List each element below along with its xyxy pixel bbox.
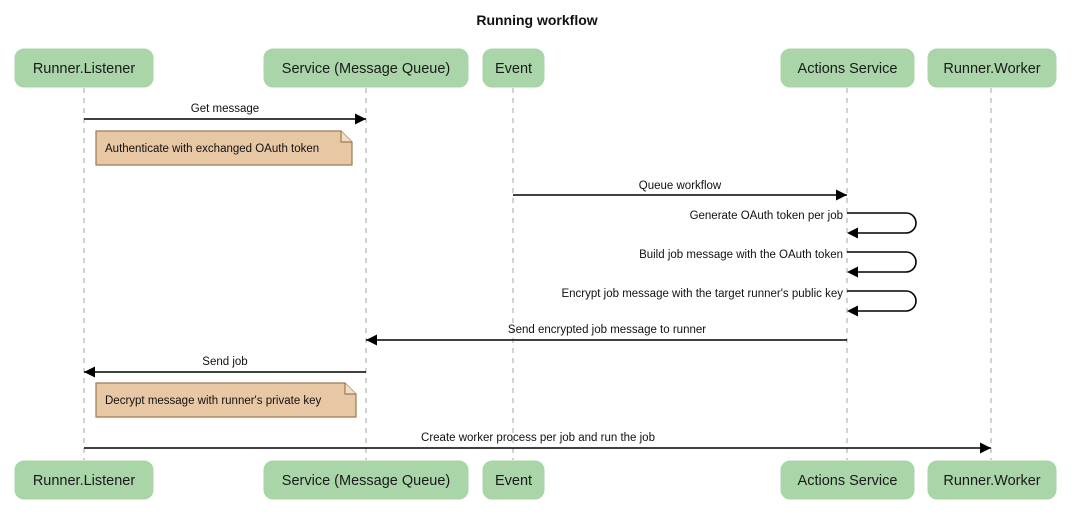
participant-box[interactable]	[780, 48, 915, 88]
note-label: Authenticate with exchanged OAuth token	[105, 143, 319, 155]
participant-label: Event	[495, 473, 532, 489]
arrow-head	[847, 266, 858, 278]
message-label: Send job	[202, 356, 247, 368]
arrow-head	[84, 366, 95, 378]
participant-header-event[interactable]: Event	[482, 48, 545, 88]
arrow-head	[355, 113, 366, 125]
lifelines-layer	[83, 88, 992, 460]
note-label: Decrypt message with runner's private ke…	[105, 395, 322, 407]
arrow-head	[836, 189, 847, 201]
participant-label: Runner.Worker	[943, 61, 1040, 77]
message-label: Create worker process per job and run th…	[421, 432, 655, 444]
arrow-head	[366, 334, 377, 346]
message-create-worker-process-per-job-and-run-the-job[interactable]: Create worker process per job and run th…	[84, 432, 991, 454]
message-send-job[interactable]: Send job	[84, 356, 366, 378]
participant-box[interactable]	[14, 460, 154, 500]
message-get-message[interactable]: Get message	[84, 103, 366, 125]
participant-box[interactable]	[263, 460, 469, 500]
note-fold-corner	[340, 131, 352, 143]
message-label: Queue workflow	[639, 180, 722, 192]
notes-layer: Authenticate with exchanged OAuth tokenD…	[95, 130, 357, 418]
message-queue-workflow[interactable]: Queue workflow	[513, 180, 847, 201]
participant-label: Runner.Listener	[33, 473, 136, 489]
participant-label: Actions Service	[798, 61, 898, 77]
self-message-path	[847, 212, 917, 234]
participant-box[interactable]	[263, 48, 469, 88]
participant-footer-runner-listener[interactable]: Runner.Listener	[14, 460, 154, 500]
participant-label: Runner.Worker	[943, 473, 1040, 489]
participant-box[interactable]	[482, 460, 545, 500]
participant-box[interactable]	[14, 48, 154, 88]
participant-label: Actions Service	[798, 473, 898, 489]
note-authenticate-with-exchanged-oauth-token: Authenticate with exchanged OAuth token	[95, 130, 353, 166]
note-body	[95, 382, 357, 418]
participant-box[interactable]	[927, 460, 1057, 500]
participant-label: Event	[495, 61, 532, 77]
participant-footer-event[interactable]: Event	[482, 460, 545, 500]
message-label: Generate OAuth token per job	[690, 210, 843, 222]
message-build-job-message-with-the-oauth-token[interactable]: Build job message with the OAuth token	[639, 249, 917, 278]
participant-footer-actions-service[interactable]: Actions Service	[780, 460, 915, 500]
note-fold-corner	[344, 383, 356, 395]
participant-label: Service (Message Queue)	[282, 61, 450, 77]
participant-box[interactable]	[780, 460, 915, 500]
participant-box[interactable]	[482, 48, 545, 88]
participant-label: Runner.Listener	[33, 61, 136, 77]
arrow-head	[847, 227, 858, 239]
note-decrypt-message-with-runners-private-key: Decrypt message with runner's private ke…	[95, 382, 357, 418]
message-send-encrypted-job-message-to-runner[interactable]: Send encrypted job message to runner	[366, 324, 847, 346]
self-message-path	[847, 290, 917, 312]
participant-label: Service (Message Queue)	[282, 473, 450, 489]
message-label: Build job message with the OAuth token	[639, 249, 843, 261]
participant-header-actions-service[interactable]: Actions Service	[780, 48, 915, 88]
message-encrypt-job-message-with-the-target-runners-public-key[interactable]: Encrypt job message with the target runn…	[561, 288, 917, 317]
arrow-head	[847, 305, 858, 317]
message-label: Encrypt job message with the target runn…	[561, 288, 843, 300]
self-message-path	[847, 251, 917, 273]
participant-header-runner-worker[interactable]: Runner.Worker	[927, 48, 1057, 88]
message-generate-oauth-token-per-job[interactable]: Generate OAuth token per job	[690, 210, 917, 239]
participant-header-service-message-queue[interactable]: Service (Message Queue)	[263, 48, 469, 88]
participant-header-runner-listener[interactable]: Runner.Listener	[14, 48, 154, 88]
message-label: Get message	[191, 103, 259, 115]
participant-box[interactable]	[927, 48, 1057, 88]
participant-footer-service-message-queue[interactable]: Service (Message Queue)	[263, 460, 469, 500]
diagram-title: Running workflow	[476, 12, 597, 28]
arrow-head	[980, 442, 991, 454]
note-body	[95, 130, 353, 166]
participant-footer-runner-worker[interactable]: Runner.Worker	[927, 460, 1057, 500]
message-label: Send encrypted job message to runner	[508, 324, 706, 336]
